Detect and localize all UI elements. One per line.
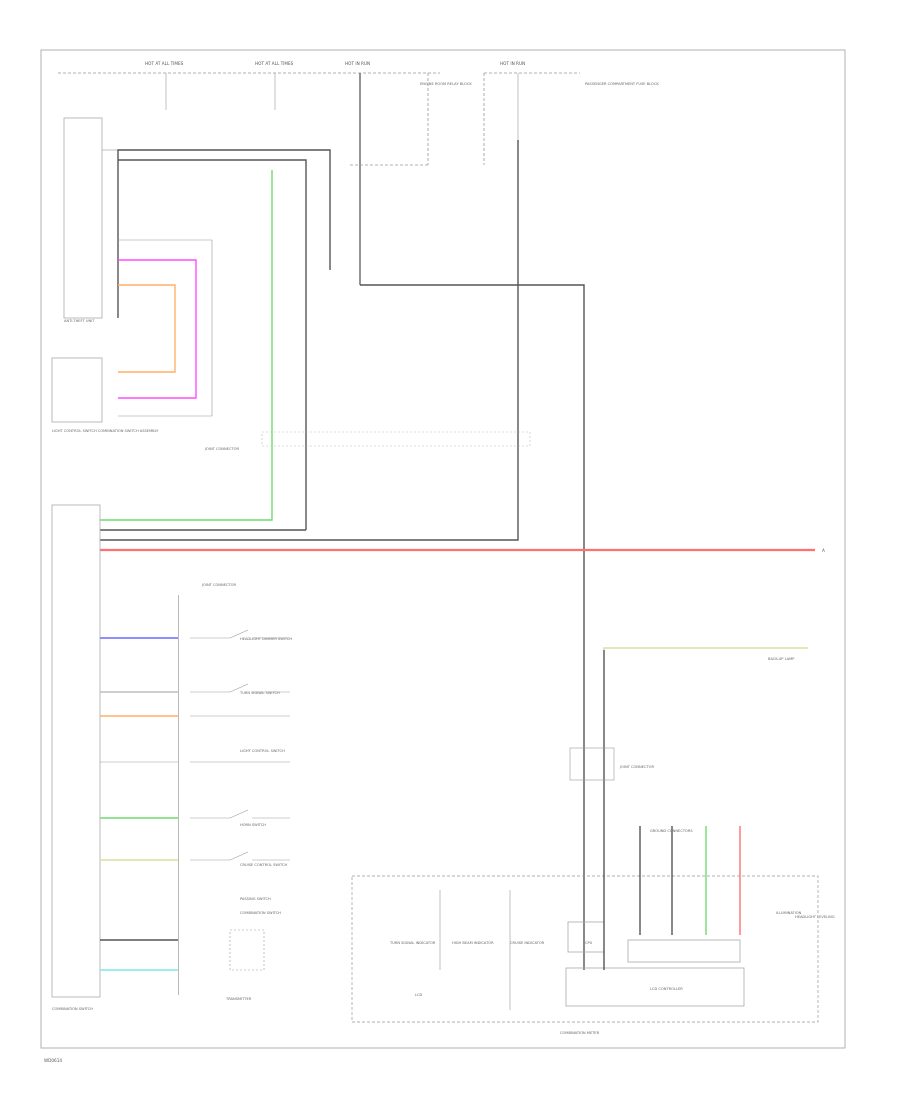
switch-6-label: PASSING SWITCH: [240, 897, 271, 901]
transmitter-label: TRANSMITTER: [225, 997, 252, 1001]
meter-item-3: CRUISE INDICATOR: [510, 941, 545, 945]
switch-symbol-6: [190, 851, 290, 861]
combination-meter-box: [351, 875, 819, 1023]
lcd-block: [627, 939, 741, 963]
switch-2-label: TURN SIGNAL SWITCH: [239, 691, 280, 695]
gray-signal-wire: [118, 239, 213, 417]
switch-1-label: HEADLIGHT DIMMER SWITCH: [240, 637, 292, 641]
switch-footer: COMBINATION SWITCH: [240, 911, 281, 915]
switch-4-label: HORN SWITCH: [240, 823, 266, 827]
lamp-note: BACK-UP LAMP: [768, 657, 795, 661]
light-control-module-label: LIGHT CONTROL SWITCH COMBINATION SWITCH …: [52, 429, 159, 433]
switch-3-label: LIGHT CONTROL SWITCH: [240, 749, 285, 753]
joint-connector-right-label: JOINT CONNECTOR: [619, 765, 654, 769]
fuse-label-4: HOT IN RUN: [500, 61, 525, 66]
transmitter-box: [229, 929, 265, 971]
meter-bottom-label: LCD CONTROLLER: [650, 987, 683, 991]
meter-item-4: LCD: [415, 993, 423, 997]
green-wire: [100, 170, 273, 521]
yellow-green-wire: [603, 647, 640, 650]
combination-switch-label: COMBINATION SWITCH: [52, 1007, 93, 1011]
hot-run-wire: [360, 284, 585, 970]
switch-symbol-1: [190, 629, 290, 639]
combination-switch-body: [51, 504, 101, 998]
lcd-controller-block: [565, 967, 745, 1007]
fuse-label-1: HOT AT ALL TIMES: [145, 61, 184, 66]
switch-symbol-2: [190, 683, 290, 693]
red-wire-arrow-label: A: [822, 548, 825, 553]
meter-item-5: CPU: [585, 941, 593, 945]
combination-meter-label: COMBINATION METER: [560, 1031, 600, 1035]
light-control-module: [51, 357, 103, 423]
diagram-frame: [40, 49, 846, 1049]
anti-theft-unit-label: ANTI-THEFT UNIT: [64, 319, 95, 323]
joint-connector-2-label: JOINT CONNECTOR: [201, 583, 236, 587]
meter-item-6: ILLUMINATION: [776, 911, 802, 915]
bus-top-2: [118, 159, 307, 530]
anti-theft-unit: [63, 117, 103, 319]
switch-symbol-5: [190, 809, 290, 819]
orange-wire: [118, 284, 176, 373]
relay-box-note: ENGINE ROOM RELAY BLOCK: [420, 82, 472, 86]
fuse-box-note: PASSENGER COMPARTMENT FUSE BLOCK: [585, 82, 659, 86]
hdu-label: HEADLIGHT LEVELING: [795, 915, 835, 919]
meter-item-2: HIGH BEAM INDICATOR: [452, 941, 494, 945]
fuse-4-wire: [100, 140, 519, 541]
joint-connector-1-label: JOINT CONNECTOR: [204, 447, 239, 451]
joint-connector-1: [261, 431, 531, 447]
switch-5-label: CRUISE CONTROL SWITCH: [240, 863, 287, 867]
magenta-wire: [118, 259, 197, 399]
fuse-label-2: HOT AT ALL TIMES: [255, 61, 294, 66]
joint-connector-right: [569, 747, 615, 781]
cpu-block: [567, 921, 605, 953]
fuse-label-3: HOT IN RUN: [345, 61, 370, 66]
switch-divider: [178, 595, 179, 995]
page-code: WD0614: [44, 1058, 62, 1063]
bus-top-1: [117, 149, 331, 318]
meter-item-1: TURN SIGNAL INDICATOR: [389, 941, 436, 945]
